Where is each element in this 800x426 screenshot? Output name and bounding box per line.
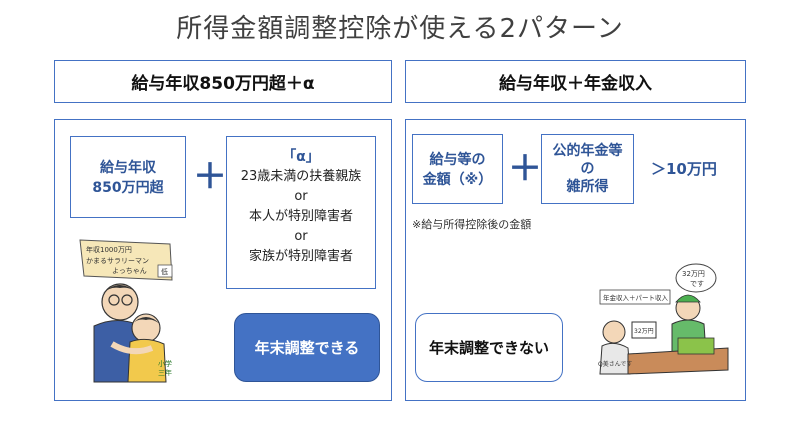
illustration-svg: 32万円 です 年金収入＋パート収入 32万円 Q美さんです	[598, 263, 729, 375]
salary-line: 給与等の	[429, 152, 486, 168]
right-panel	[405, 119, 746, 401]
father-and-child-illustration: 年収1000万円 かまるサラリーマン よっちゃん 低 小学 三年	[72, 236, 192, 386]
income-line: 給与年収	[100, 160, 156, 176]
kid-tag: 三年	[158, 368, 172, 377]
sign-text: よっちゃん	[112, 267, 147, 275]
cashier-illustration: 32万円 です 年金収入＋パート収入 32万円 Q美さんです	[592, 262, 732, 382]
threshold-text: ＞10万円	[651, 160, 717, 178]
register-text: 32万円	[634, 328, 654, 335]
button-label: 年末調整できない	[428, 339, 549, 357]
sign-text: 年収1000万円	[86, 245, 132, 254]
pension-line: 公的年金等	[552, 143, 623, 159]
alpha-or: or	[294, 189, 308, 204]
header-salary-over-850: 給与年収850万円超＋α	[54, 60, 392, 103]
kid-tag: 小学	[158, 359, 172, 368]
year-end-adjustment-possible-button[interactable]: 年末調整できる	[234, 313, 380, 382]
pension-income-box: 公的年金等 の 雑所得	[541, 134, 634, 204]
button-label: 年末調整できる	[254, 339, 360, 357]
alpha-condition: 家族が特別障害者	[248, 249, 353, 264]
income-box: 給与年収 850万円超	[70, 136, 186, 218]
alpha-or: or	[294, 229, 308, 244]
header-label: 給与年収＋年金収入	[499, 74, 652, 94]
income-line: 850万円超	[92, 180, 164, 196]
pension-line: の	[580, 161, 595, 177]
footnote: ※給与所得控除後の金額	[412, 218, 532, 231]
plus-sign: ＋	[508, 149, 542, 189]
salary-line: 金額（※）	[422, 172, 493, 188]
pension-line: 雑所得	[566, 179, 609, 195]
sign-tag: 低	[161, 267, 168, 276]
page-title: 所得金額調整控除が使える2パターン	[176, 14, 624, 44]
alpha-condition: 本人が特別障害者	[248, 209, 353, 224]
header-salary-plus-pension: 給与年収＋年金収入	[405, 60, 746, 103]
salary-amount-box: 給与等の 金額（※）	[412, 134, 503, 204]
alpha-condition: 23歳未満の扶養親族	[240, 169, 362, 184]
person-tag: Q美さんです	[598, 360, 632, 368]
sign-text: かまるサラリーマン	[86, 257, 149, 265]
illustration-svg: 年収1000万円 かまるサラリーマン よっちゃん 低 小学 三年	[79, 239, 173, 383]
sign-text: 年金収入＋パート収入	[603, 293, 669, 302]
year-end-adjustment-impossible-button[interactable]: 年末調整できない	[415, 313, 563, 382]
header-label: 給与年収850万円超＋α	[131, 74, 315, 94]
plus-sign: ＋	[193, 157, 227, 197]
alpha-conditions-box: 「α」 23歳未満の扶養親族 or 本人が特別障害者 or 家族が特別障害者	[226, 136, 376, 289]
speech-text: 32万円	[682, 270, 705, 278]
alpha-heading: 「α」	[282, 149, 320, 165]
left-panel	[54, 119, 392, 401]
speech-text: です	[690, 280, 704, 288]
